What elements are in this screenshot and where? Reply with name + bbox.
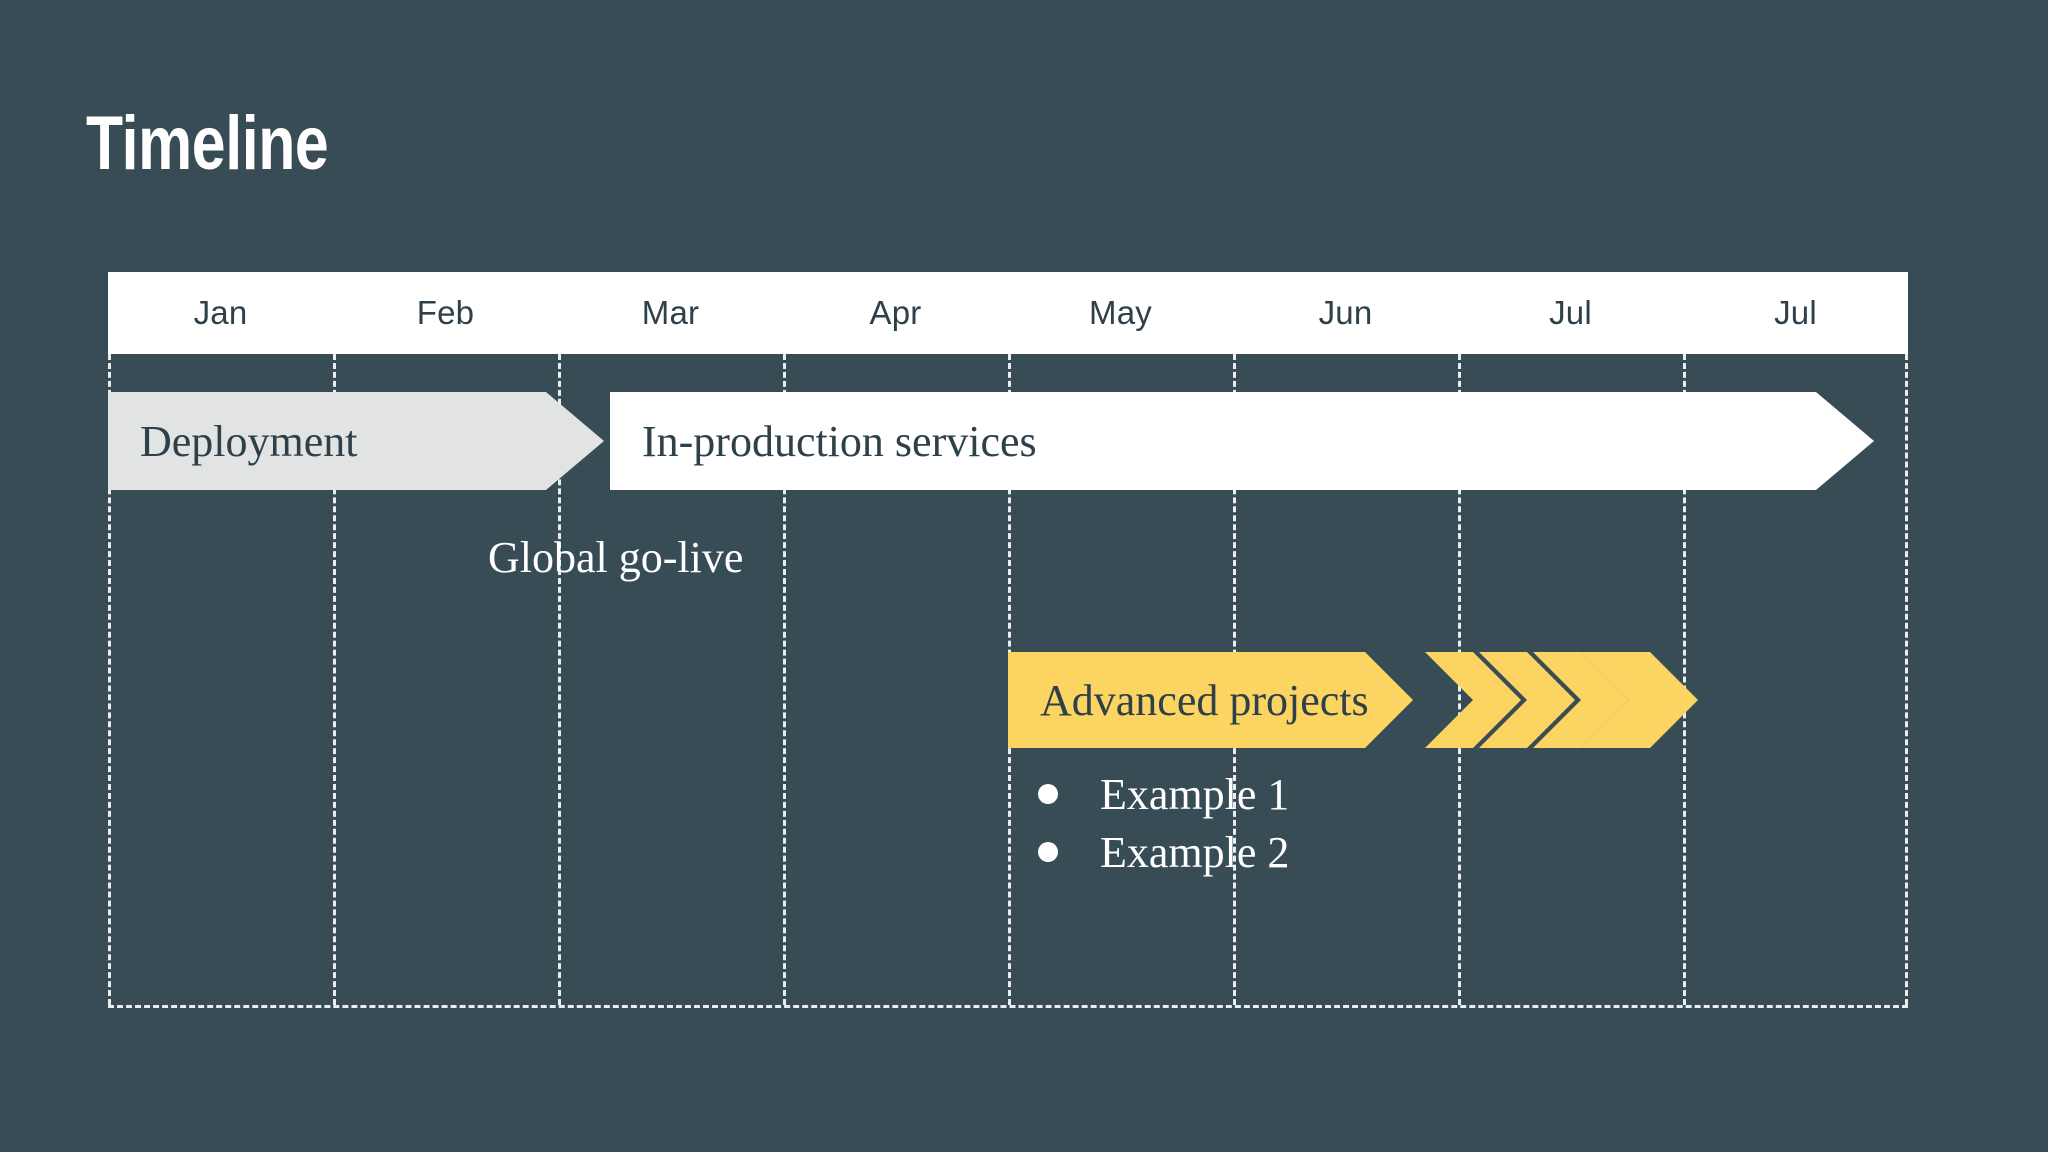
list-item-label: Example 1 [1100,769,1290,819]
bullet-dot-icon [1038,784,1058,804]
timeline-chart: Jan Feb Mar Apr May Jun Jul Jul Deployme… [108,272,1908,1008]
list-item: Example 2 [1038,824,1289,880]
bar-in-production-services[interactable]: In-production services [610,392,1874,490]
month-label-may: May [1089,294,1152,331]
chevron-body [1008,652,1413,748]
month-label-mar: Mar [641,294,700,331]
gridline-7 [1683,354,1686,1005]
list-item-label: Example 2 [1100,827,1290,877]
bar-advanced-projects[interactable]: Advanced projects [1008,652,1698,748]
month-label-apr: Apr [869,294,922,331]
bar-deployment[interactable]: Deployment [108,392,604,490]
month-label-jul-1: Jul [1549,294,1592,331]
arrow-right-icon [610,392,1874,490]
bar-advanced-projects-label: Advanced projects [1040,675,1369,725]
arrow-right-icon [108,392,604,490]
gridline-1 [333,354,336,1005]
gridline-3 [783,354,786,1005]
month-label-jun: Jun [1318,294,1373,331]
gridline-8 [1905,354,1908,1005]
month-label-jul-2: Jul [1774,294,1817,331]
bullet-dot-icon [1038,842,1058,862]
milestone-global-go-live: Global go-live [488,533,744,582]
month-header-row: Jan Feb Mar Apr May Jun Jul Jul [108,272,1908,354]
gridline-2 [558,354,561,1005]
list-item: Example 1 [1038,766,1289,822]
timeline-bars-layer: Deployment In-production services Global… [108,354,1908,1008]
month-label-jan: Jan [193,294,248,331]
bar-in-production-services-label: In-production services [642,416,1037,466]
month-label-feb: Feb [416,294,475,331]
page-title: Timeline [86,101,329,186]
gridline-0 [108,354,111,1005]
advanced-projects-bullet-list: Example 1 Example 2 [1038,766,1289,882]
bar-deployment-label: Deployment [140,416,358,466]
